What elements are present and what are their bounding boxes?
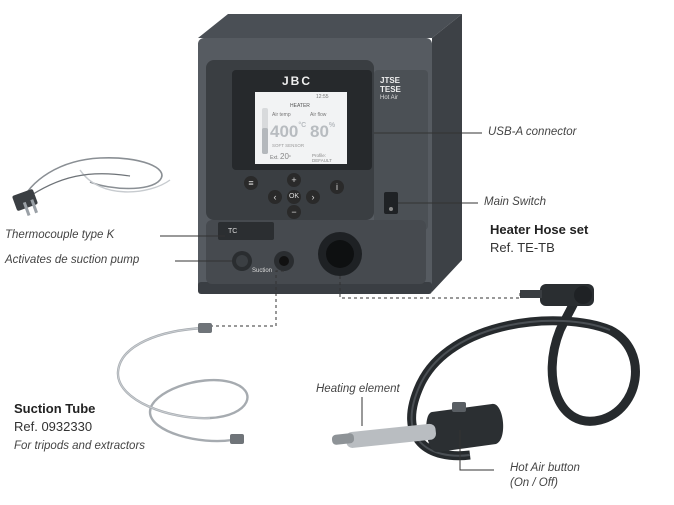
ok-key[interactable]: OK: [287, 190, 301, 204]
callout-lines: [160, 132, 521, 471]
suction-port-label: Suction: [252, 268, 273, 274]
suction-pump-label: Activates de suction pump: [5, 254, 140, 266]
temp-value: 400: [270, 122, 299, 141]
menu-key[interactable]: ≡: [244, 176, 258, 190]
suction-tube-note: For tripods and extractors: [14, 440, 146, 452]
flow-value: 80: [310, 122, 329, 141]
heating-element-label: Heating element: [316, 383, 400, 395]
profile-value: DEFAULT: [312, 158, 332, 163]
suction-tube-title: Suction Tube: [14, 401, 96, 416]
left-key[interactable]: ‹: [268, 190, 282, 204]
profile-label: Profile:: [312, 153, 327, 158]
thermocouple-image: [12, 157, 171, 217]
model-label-3: Hot Air: [380, 95, 399, 101]
tc-port-label: TC: [228, 228, 238, 235]
screen-flow-value: 80%: [310, 122, 335, 142]
right-key[interactable]: ›: [306, 190, 320, 204]
info-key[interactable]: i: [330, 180, 344, 194]
heater-hose-ref: Ref. TE-TB: [490, 240, 555, 255]
suction-tube-ref: Ref. 0932330: [14, 419, 93, 434]
minus-key[interactable]: −: [287, 205, 301, 219]
hot-air-button-sublabel: (On / Off): [510, 477, 558, 489]
heater-hose-image: [331, 284, 640, 461]
suction-tube-image: [116, 323, 249, 444]
model-label-2: TESE: [380, 85, 401, 94]
screen-temp-value: 400°C: [270, 122, 306, 142]
screen-time: 12:55: [316, 94, 329, 100]
main-switch-label: Main Switch: [484, 196, 546, 208]
flow-unit: %: [328, 122, 336, 129]
soldering-station: [198, 14, 462, 294]
screen-ext: Ext. 20°: [270, 152, 291, 161]
usb-connector-label: USB-A connector: [488, 126, 577, 138]
plus-key[interactable]: +: [287, 173, 301, 187]
hot-air-button-label: Hot Air button: [510, 462, 580, 474]
model-label-1: JTSE: [380, 76, 401, 85]
temp-unit: °C: [298, 122, 307, 129]
ext-label: Ext.: [270, 155, 279, 161]
thermocouple-label: Thermocouple type K: [5, 229, 115, 241]
screen-status: SOFT SENSOR: [272, 143, 305, 148]
screen-profile: Profile: DEFAULT: [312, 153, 332, 163]
screen-flow-label: Air flow: [310, 112, 327, 118]
ext-value: 20: [280, 152, 289, 161]
ext-unit: °: [288, 155, 291, 161]
screen-temp-label: Air temp: [272, 112, 291, 118]
screen-mode: HEATER: [290, 103, 310, 109]
brand-logo: JBC: [282, 74, 313, 88]
heater-hose-title: Heater Hose set: [490, 222, 589, 237]
